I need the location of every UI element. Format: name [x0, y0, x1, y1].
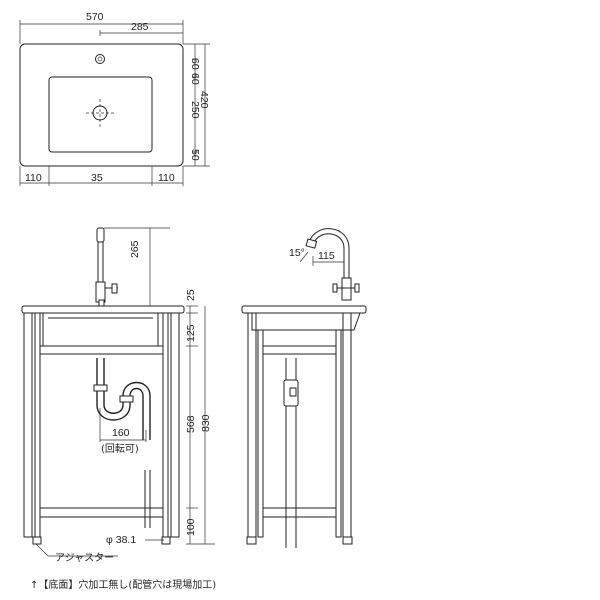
dim-drain-height: 568: [185, 415, 197, 433]
dim-bottom-right: 110: [158, 172, 175, 184]
front-view: 160 (回転可) φ 38.1 アジャスター 265 25 125 568 8…: [21, 227, 216, 591]
dim-shelf-height: 100: [185, 518, 197, 536]
leg-front-left: [23, 312, 33, 538]
top-view: 570 285 60 60 250 50 420 110: [19, 11, 210, 186]
dim-v-seg-1: 60: [189, 58, 201, 70]
dim-bowl-depth: 125: [185, 324, 197, 342]
leg-front-right: [170, 312, 180, 538]
adjuster-left: [32, 536, 42, 545]
countertop-side: [241, 305, 367, 314]
dim-v-seg-3: 250: [189, 101, 201, 119]
bottom-shelf-front: [39, 507, 164, 518]
bottom-shelf-side: [262, 507, 337, 518]
drain-hole: [92, 105, 108, 121]
faucet-side: [305, 228, 360, 301]
dim-spout-angle: 15°: [289, 247, 305, 259]
leg-side-right: [342, 312, 352, 538]
dim-trap-offset: 160: [112, 427, 130, 439]
dim-v-seg-4: 50: [189, 149, 201, 161]
countertop-front: [21, 305, 185, 314]
dim-width-half: 285: [131, 21, 149, 33]
sink-top-outline: [19, 43, 184, 167]
adjuster-right: [161, 536, 171, 545]
faucet-hole: [95, 54, 105, 64]
dim-bottom-mid: 35: [91, 172, 103, 184]
dim-bottom-left: 110: [25, 172, 42, 184]
dim-top-thickness: 25: [185, 289, 197, 301]
drain-trap: [93, 358, 151, 528]
note-bottom-surface: ↑【底面】穴加工無し(配管穴は現場加工): [30, 578, 216, 591]
dim-faucet-height: 265: [129, 240, 141, 258]
dim-width-total: 570: [86, 11, 104, 23]
label-adjuster: アジャスター: [55, 552, 114, 564]
note-trap-rotatable: (回転可): [101, 443, 139, 455]
dim-height-total: 420: [198, 91, 210, 109]
sink-bowl: [48, 76, 153, 153]
faucet-front: [95, 227, 118, 307]
dim-spout-reach: 115: [318, 250, 335, 262]
dim-leg-diameter: φ 38.1: [106, 534, 136, 546]
side-view: 15° 115: [241, 228, 367, 548]
leg-side-left: [247, 312, 257, 538]
dim-frame-height: 830: [200, 414, 212, 432]
dim-v-seg-2: 60: [189, 73, 201, 85]
